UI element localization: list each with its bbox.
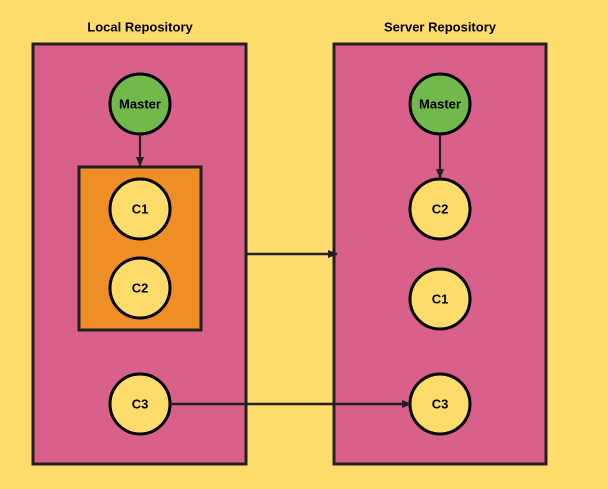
node-server-c1[interactable]: C1 bbox=[408, 267, 472, 331]
node-local-c2-circle bbox=[108, 256, 172, 320]
node-local-c1-label: C1 bbox=[132, 201, 149, 216]
panel-local-repository[interactable]: Local Repository Master C1 C2 bbox=[31, 19, 248, 466]
node-server-c1-label: C1 bbox=[432, 291, 449, 306]
node-server-master[interactable]: Master bbox=[408, 72, 472, 136]
node-local-c2[interactable]: C2 bbox=[108, 256, 172, 320]
node-local-c1-circle bbox=[108, 177, 172, 241]
panel-title-local-repository: Local Repository bbox=[87, 19, 193, 34]
node-local-c1[interactable]: C1 bbox=[108, 177, 172, 241]
panel-title-server-repository: Server Repository bbox=[384, 19, 497, 34]
node-server-c2[interactable]: C2 bbox=[408, 177, 472, 241]
panel-server-repository[interactable]: Server Repository Master C2 C1 bbox=[332, 19, 548, 466]
node-server-master-label: Master bbox=[419, 96, 461, 111]
node-server-c1-circle bbox=[408, 267, 472, 331]
node-server-c3-label: C3 bbox=[432, 396, 449, 411]
node-local-master-label: Master bbox=[119, 96, 161, 111]
node-local-c2-label: C2 bbox=[132, 280, 149, 295]
node-local-c3[interactable]: C3 bbox=[108, 372, 172, 436]
node-server-c2-circle bbox=[408, 177, 472, 241]
node-server-c2-label: C2 bbox=[432, 201, 449, 216]
node-server-c3[interactable]: C3 bbox=[408, 372, 472, 436]
node-local-master[interactable]: Master bbox=[108, 72, 172, 136]
node-local-c3-label: C3 bbox=[132, 396, 149, 411]
